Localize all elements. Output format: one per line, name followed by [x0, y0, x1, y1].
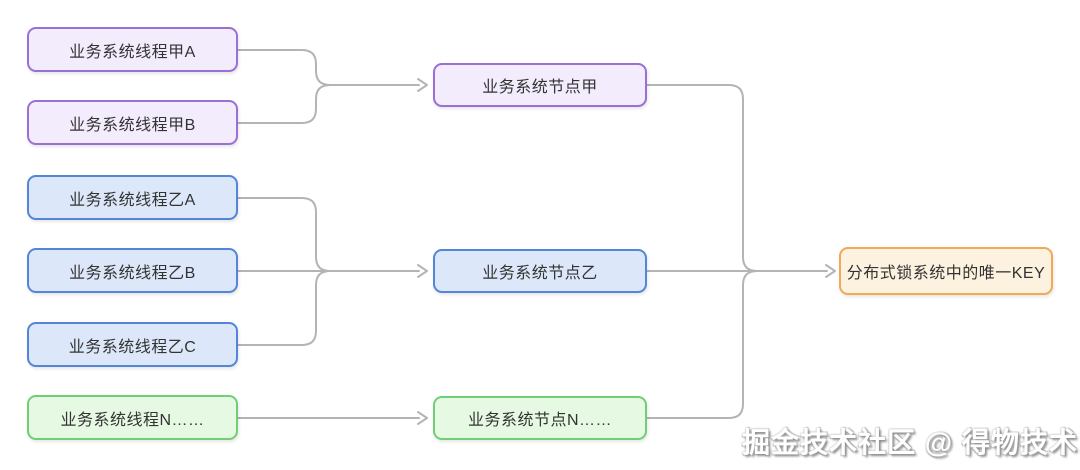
node-node-yi-label: 业务系统节点乙 — [482, 265, 598, 282]
node-thread-n-label: 业务系统线程N…… — [60, 411, 205, 429]
node-thread-yi-a: 业务系统线程乙A — [27, 175, 238, 220]
arrowhead-node-n — [417, 411, 428, 425]
node-thread-yi-b: 业务系统线程乙B — [27, 248, 238, 293]
edge-thread-jia-b-to-node-jia — [237, 84, 331, 124]
node-lock-key-label: 分布式锁系统中的唯一KEY — [846, 265, 1046, 282]
node-node-jia: 业务系统节点甲 — [433, 63, 647, 107]
node-lock-key: 分布式锁系统中的唯一KEY — [839, 247, 1053, 295]
edge-thread-yi-a-to-node-yi — [237, 197, 331, 272]
edge-node-n-to-lock-key — [646, 270, 758, 419]
node-node-jia-label: 业务系统节点甲 — [482, 79, 598, 96]
node-thread-jia-b-label: 业务系统线程甲B — [69, 116, 196, 134]
node-node-yi: 业务系统节点乙 — [433, 249, 647, 293]
arrowhead-lock-key — [825, 264, 836, 278]
node-thread-yi-c: 业务系统线程乙C — [27, 322, 238, 367]
node-thread-jia-a-label: 业务系统线程甲A — [69, 43, 196, 61]
edge-thread-jia-a-to-node-jia — [237, 49, 331, 86]
edge-thread-yi-c-to-node-yi — [237, 270, 331, 346]
node-node-n: 业务系统节点N…… — [433, 396, 647, 440]
node-thread-jia-b: 业务系统线程甲B — [27, 100, 238, 145]
edge-node-jia-to-lock-key — [646, 84, 758, 272]
node-thread-yi-a-label: 业务系统线程乙A — [69, 191, 196, 209]
watermark: 掘金技术社区 @ 得物技术 — [742, 427, 1078, 458]
arrowhead-node-yi — [417, 264, 428, 278]
node-thread-jia-a: 业务系统线程甲A — [27, 27, 238, 72]
arrowhead-node-jia — [417, 78, 428, 92]
node-thread-yi-c-label: 业务系统线程乙C — [68, 338, 197, 356]
node-thread-yi-b-label: 业务系统线程乙B — [69, 264, 196, 282]
node-thread-n: 业务系统线程N…… — [27, 395, 238, 440]
node-node-n-label: 业务系统节点N…… — [467, 412, 613, 429]
